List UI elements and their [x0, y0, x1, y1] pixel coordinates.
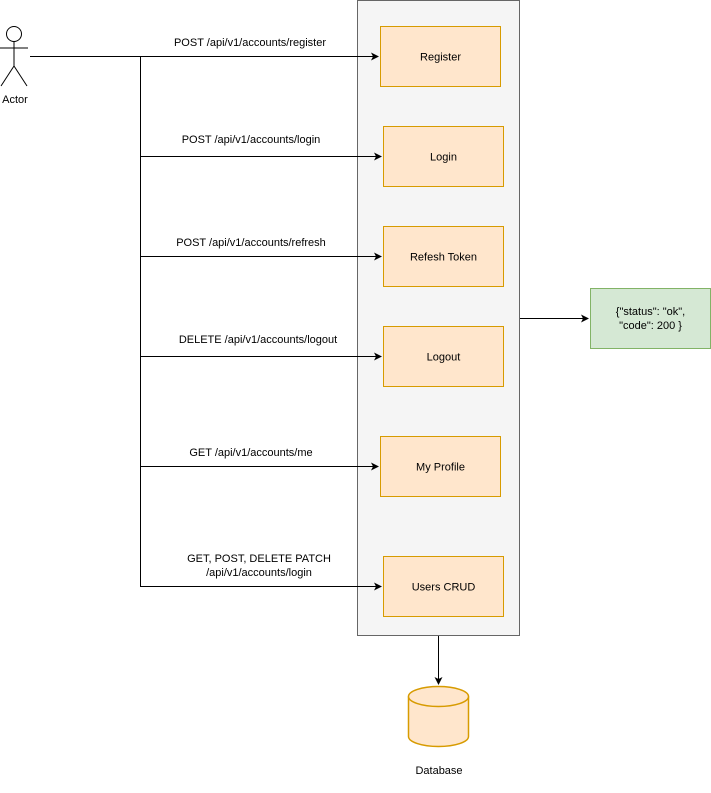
endpoint-logout-label: Logout — [427, 352, 461, 364]
edge-label-refresh: POST /api/v1/accounts/refresh — [176, 237, 326, 249]
service-container — [357, 0, 520, 636]
edge-label-register: POST /api/v1/accounts/register — [174, 37, 326, 49]
endpoint-register-label: Register — [420, 52, 461, 64]
endpoint-users-crud: Users CRUD — [383, 556, 504, 617]
response-box: {"status": "ok", "code": 200 } — [590, 288, 711, 349]
endpoint-refresh-label: Refesh Token — [410, 252, 477, 264]
edge-label-crud-line2: /api/v1/accounts/login — [206, 567, 312, 579]
endpoint-login: Login — [383, 126, 504, 187]
edge-label-crud-line1: GET, POST, DELETE PATCH — [187, 553, 331, 565]
endpoint-my-profile-label: My Profile — [416, 462, 465, 474]
endpoint-users-crud-label: Users CRUD — [412, 582, 476, 594]
edge-label-login: POST /api/v1/accounts/login — [182, 134, 321, 146]
database-cylinder — [407, 685, 470, 748]
response-line2: "code": 200 } — [619, 320, 682, 332]
edge-label-me: GET /api/v1/accounts/me — [189, 447, 312, 459]
database-label: Database — [415, 765, 462, 777]
response-line1: {"status": "ok", — [616, 306, 685, 318]
endpoint-register: Register — [380, 26, 501, 87]
endpoint-my-profile: My Profile — [380, 436, 501, 497]
endpoint-logout: Logout — [383, 326, 504, 387]
endpoint-login-label: Login — [430, 152, 457, 164]
actor-label: Actor — [2, 94, 28, 106]
endpoint-refresh-token: Refesh Token — [383, 226, 504, 287]
edge-label-logout: DELETE /api/v1/accounts/logout — [179, 334, 337, 346]
connectors — [30, 52, 589, 685]
actor-figure — [0, 26, 28, 87]
